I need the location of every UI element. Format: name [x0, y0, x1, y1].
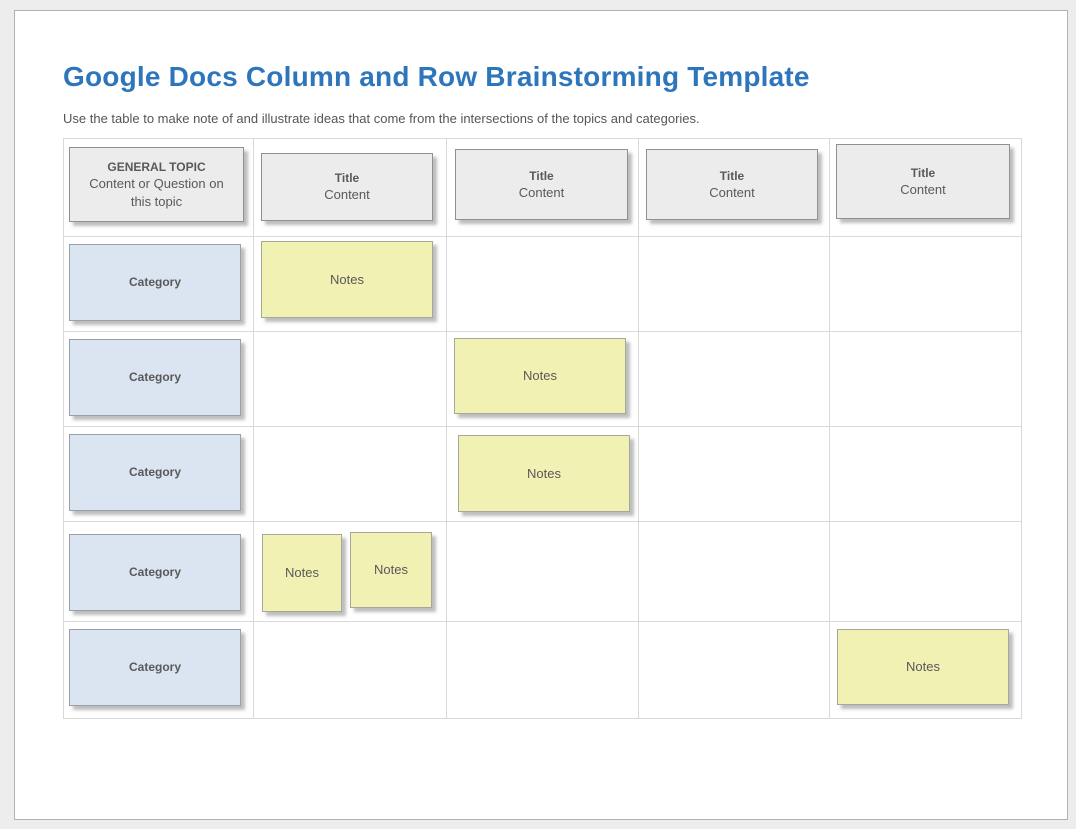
table-cell — [639, 332, 830, 427]
column-title: Title — [910, 165, 936, 180]
column-title: Title — [719, 168, 745, 183]
table-cell — [254, 622, 447, 718]
table-cell — [639, 427, 830, 522]
column-content: Content — [900, 181, 946, 197]
general-topic-subtitle: Content or Question on this topic — [89, 176, 224, 209]
notes-label: Notes — [527, 465, 561, 481]
table-cell — [639, 622, 830, 718]
category-box-1[interactable]: Category — [69, 244, 241, 321]
category-box-2[interactable]: Category — [69, 339, 241, 416]
notes-label: Notes — [285, 565, 319, 581]
table-cell — [447, 522, 639, 622]
table-cell — [254, 332, 447, 427]
table-cell — [254, 427, 447, 522]
column-content: Content — [324, 187, 370, 203]
column-content: Content — [709, 184, 755, 200]
column-title: Title — [334, 171, 360, 186]
notes-box-3[interactable]: Notes — [458, 435, 630, 512]
category-label: Category — [128, 465, 181, 480]
column-title-box-2[interactable]: Title Content — [455, 149, 628, 220]
category-box-3[interactable]: Category — [69, 434, 241, 511]
notes-label: Notes — [523, 368, 557, 384]
notes-box-1[interactable]: Notes — [261, 241, 433, 318]
table-cell — [830, 332, 1021, 427]
column-title-box-4[interactable]: Title Content — [836, 144, 1010, 219]
brainstorming-table: GENERAL TOPIC Content or Question on thi… — [63, 138, 1022, 719]
notes-label: Notes — [330, 271, 364, 287]
page-title: Google Docs Column and Row Brainstorming… — [63, 61, 810, 92]
table-cell — [447, 237, 639, 332]
category-label: Category — [128, 660, 181, 675]
table-cell — [830, 427, 1021, 522]
page-subtitle: Use the table to make note of and illust… — [63, 111, 700, 126]
general-topic-box[interactable]: GENERAL TOPIC Content or Question on thi… — [69, 147, 244, 222]
column-content: Content — [518, 184, 565, 200]
table-cell — [830, 237, 1021, 332]
category-label: Category — [128, 370, 181, 385]
document-page: Google Docs Column and Row Brainstorming… — [14, 10, 1068, 820]
notes-label: Notes — [906, 659, 940, 675]
category-box-4[interactable]: Category — [69, 534, 241, 611]
notes-box-6[interactable]: Notes — [837, 629, 1009, 705]
notes-box-4[interactable]: Notes — [262, 534, 342, 612]
category-label: Category — [128, 565, 181, 580]
column-title-box-1[interactable]: Title Content — [261, 153, 433, 221]
notes-box-2[interactable]: Notes — [454, 338, 626, 414]
column-title-box-3[interactable]: Title Content — [646, 149, 818, 220]
column-title: Title — [529, 168, 554, 183]
category-box-5[interactable]: Category — [69, 629, 241, 706]
table-cell — [639, 237, 830, 332]
notes-box-5[interactable]: Notes — [350, 532, 432, 608]
general-topic-title: GENERAL TOPIC — [107, 159, 206, 174]
table-cell — [447, 622, 639, 718]
notes-label: Notes — [374, 562, 408, 578]
table-cell — [830, 522, 1021, 622]
table-cell — [639, 522, 830, 622]
category-label: Category — [128, 275, 181, 290]
